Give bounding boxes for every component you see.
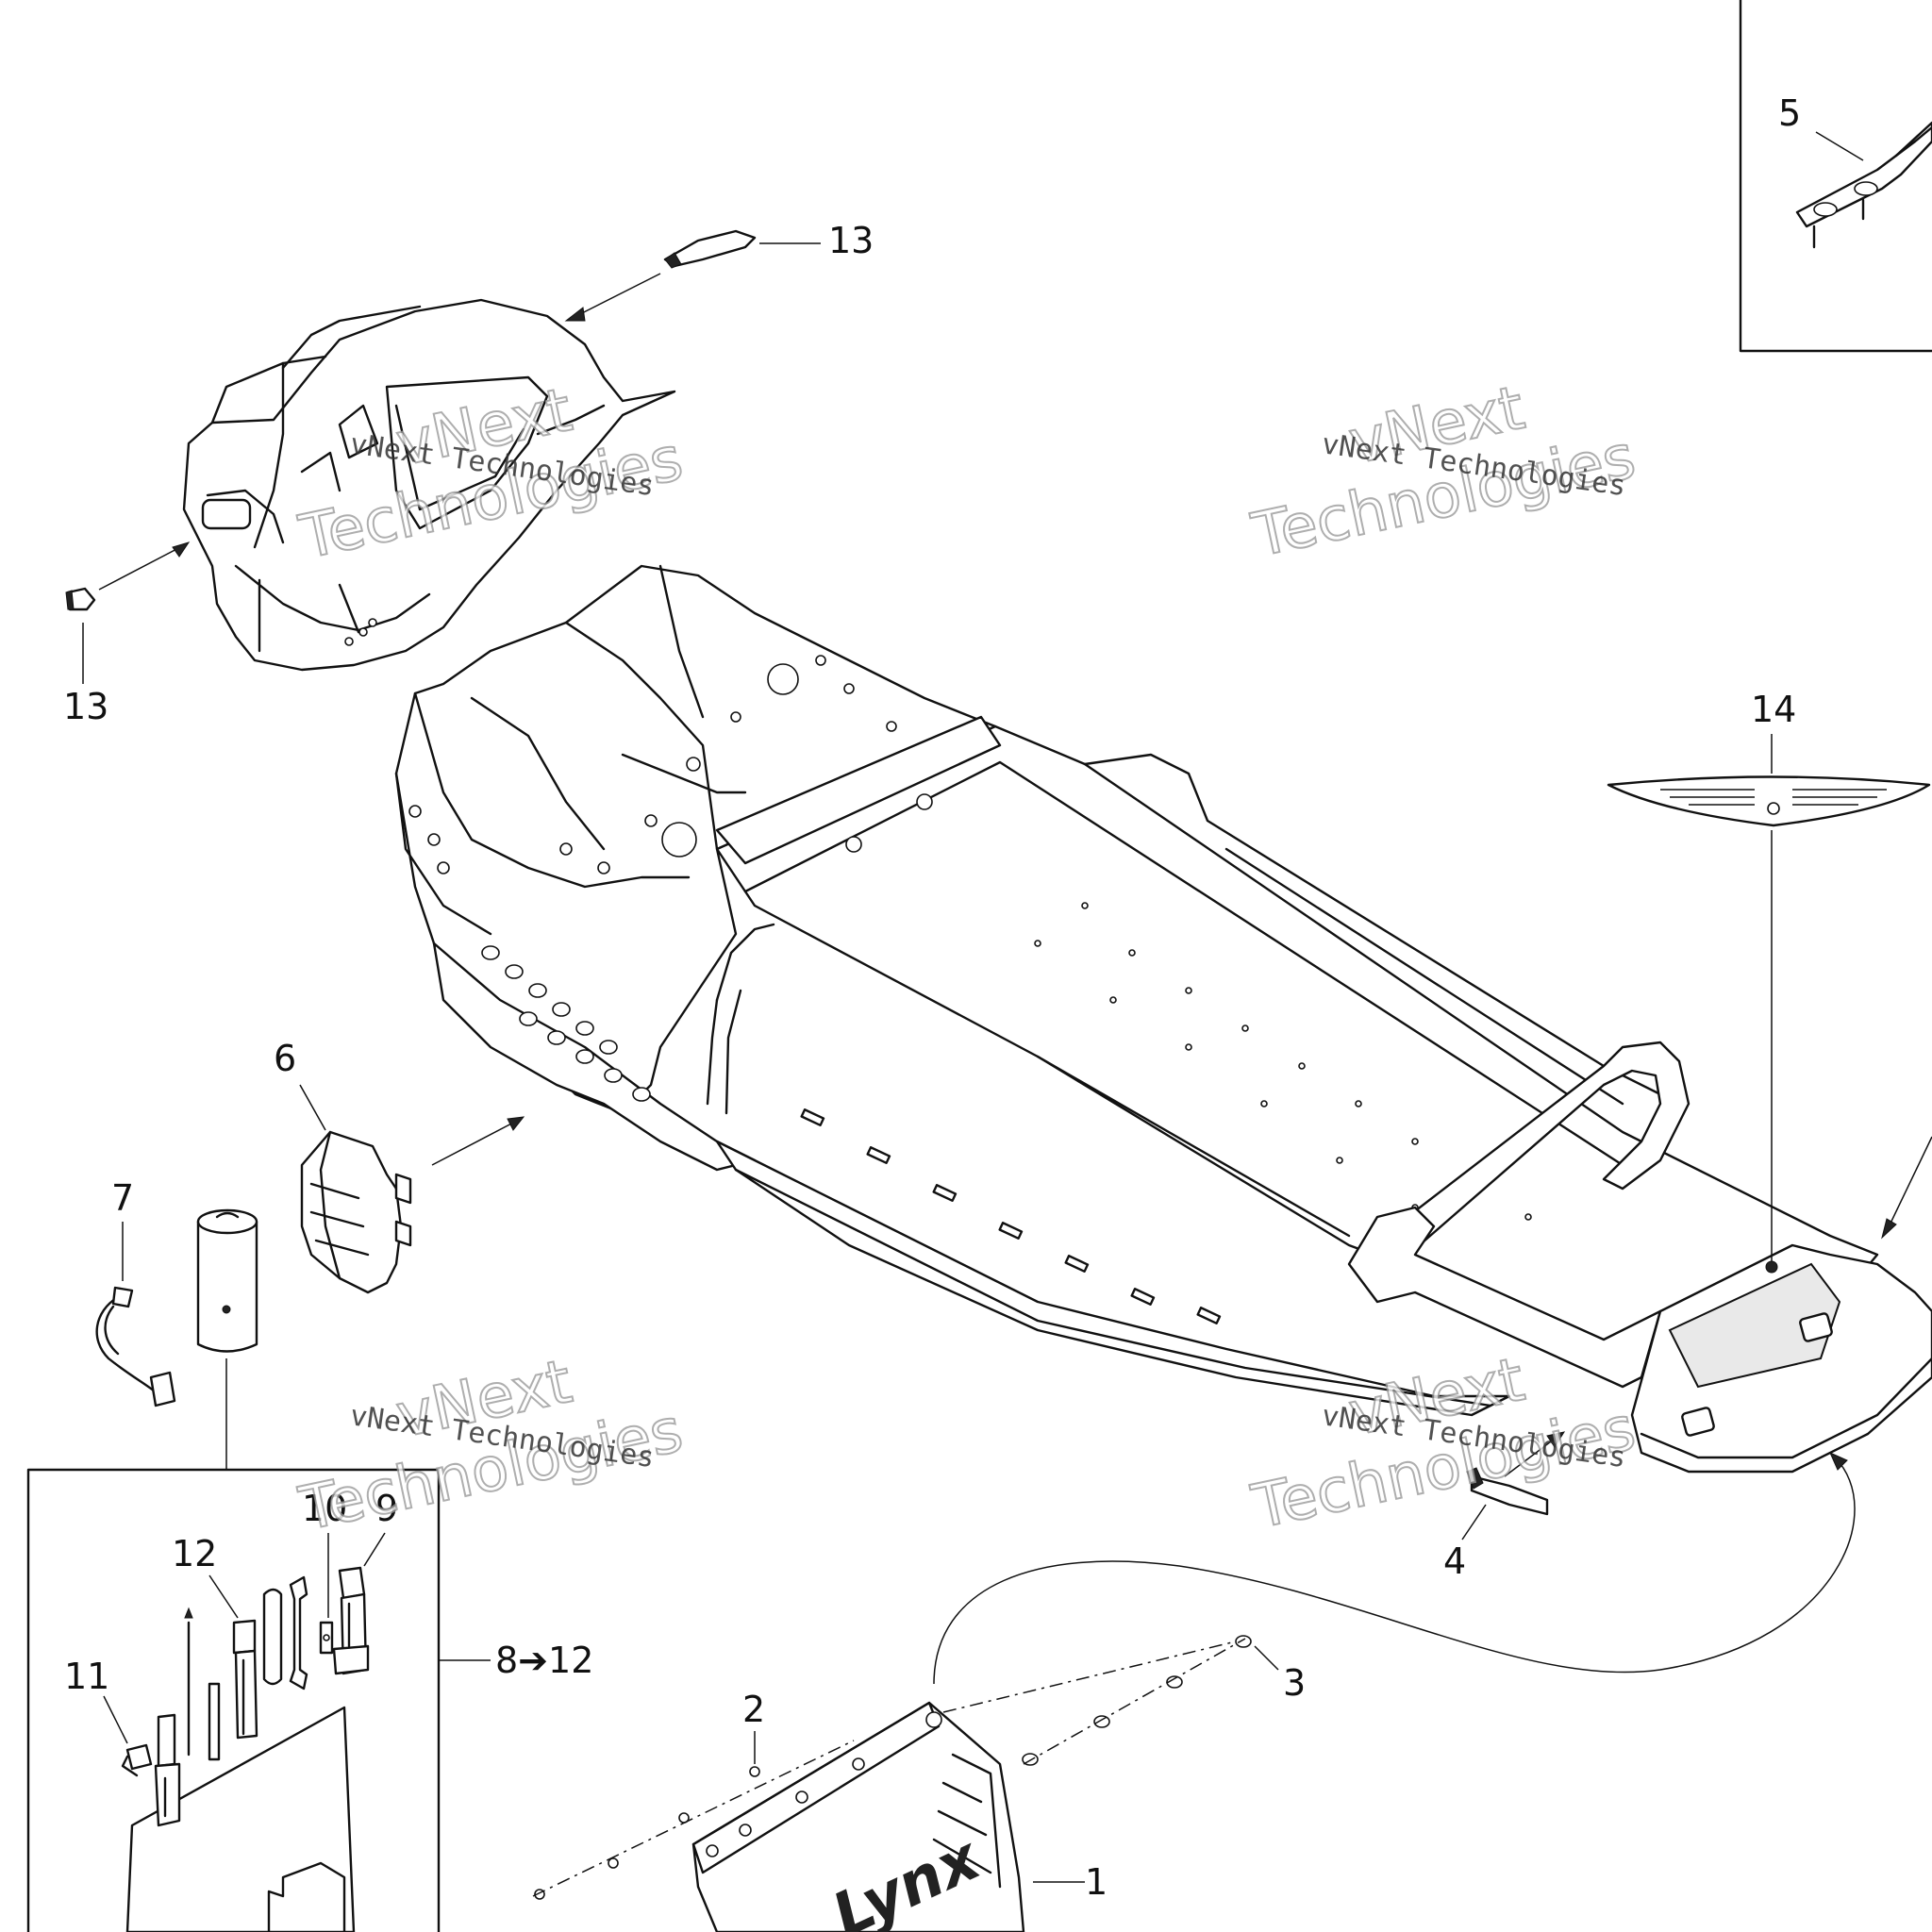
callout-14: 14 (1751, 689, 1796, 730)
arrowhead-13-left (172, 541, 191, 558)
part-3-nuts[interactable] (1022, 1635, 1252, 1766)
part-5-bracket[interactable] (1795, 121, 1932, 249)
assembly-curve-1-to-flap (933, 1457, 1856, 1685)
arrow-6 (431, 1120, 518, 1166)
tool-wrench[interactable] (289, 1575, 308, 1690)
hood-assembly[interactable] (182, 298, 676, 672)
arrow-13-top (570, 273, 661, 320)
part-11-clip[interactable] (121, 1743, 153, 1777)
part-13-top-strip[interactable] (663, 229, 757, 269)
chassis-frame[interactable] (394, 564, 1932, 1474)
callout-13-top: 13 (828, 220, 874, 261)
part-6-bracket[interactable] (300, 1130, 412, 1294)
tool-extension[interactable] (262, 1588, 283, 1686)
arrow-13-left (98, 544, 185, 591)
callout-1: 1 (1085, 1861, 1108, 1903)
leader-5 (1815, 131, 1864, 161)
arrowhead-4 (1546, 1431, 1566, 1448)
leader-9 (363, 1532, 386, 1567)
leader-4 (1461, 1504, 1487, 1541)
callout-4: 4 (1443, 1541, 1466, 1582)
callout-5: 5 (1778, 92, 1801, 134)
part-10-item[interactable] (319, 1621, 334, 1655)
callout-9: 9 (375, 1488, 398, 1529)
leader-12 (208, 1574, 239, 1619)
tool-screwdriver[interactable] (154, 1607, 193, 1827)
tool-kit-tube[interactable] (196, 1208, 258, 1353)
part-9-socket[interactable] (332, 1566, 370, 1675)
part-14-decal[interactable] (1607, 775, 1931, 827)
arrowhead-right-edge (1881, 1218, 1897, 1240)
arrow-right-edge (1886, 1136, 1932, 1232)
leader-14-dot (1765, 1260, 1778, 1274)
callout-7: 7 (111, 1177, 134, 1219)
part-1-panel[interactable]: Lynx (691, 1701, 1025, 1932)
leader-6 (299, 1084, 326, 1131)
leader-3 (1254, 1645, 1279, 1671)
leader-11 (103, 1695, 128, 1744)
part-12-socket[interactable] (232, 1619, 258, 1740)
inset-box-tools: 8➔12 11 12 (26, 1468, 593, 1932)
callout-6: 6 (274, 1038, 296, 1079)
arrowhead-curve (1829, 1452, 1848, 1471)
tool-bit[interactable] (208, 1682, 221, 1761)
part-13-left-cap[interactable] (65, 587, 96, 611)
inset-box-part-5: 5 (1739, 0, 1932, 353)
part-4-strip[interactable] (1466, 1467, 1549, 1516)
dash-line-2 (532, 1740, 855, 1897)
callout-3: 3 (1283, 1662, 1306, 1704)
callout-10: 10 (302, 1488, 347, 1529)
callout-13-left: 13 (63, 686, 108, 727)
callout-11: 11 (64, 1656, 109, 1697)
callout-2: 2 (742, 1689, 765, 1730)
arrowhead-13-top (564, 307, 586, 322)
dash-line-3 (1023, 1638, 1246, 1765)
callout-8-12: 8➔12 (495, 1640, 593, 1681)
arrow-4 (1504, 1435, 1559, 1477)
callout-12: 12 (172, 1533, 217, 1574)
part-7-strap[interactable] (95, 1286, 176, 1407)
arrowhead-6 (507, 1116, 525, 1131)
dash-line-3b (942, 1641, 1237, 1713)
